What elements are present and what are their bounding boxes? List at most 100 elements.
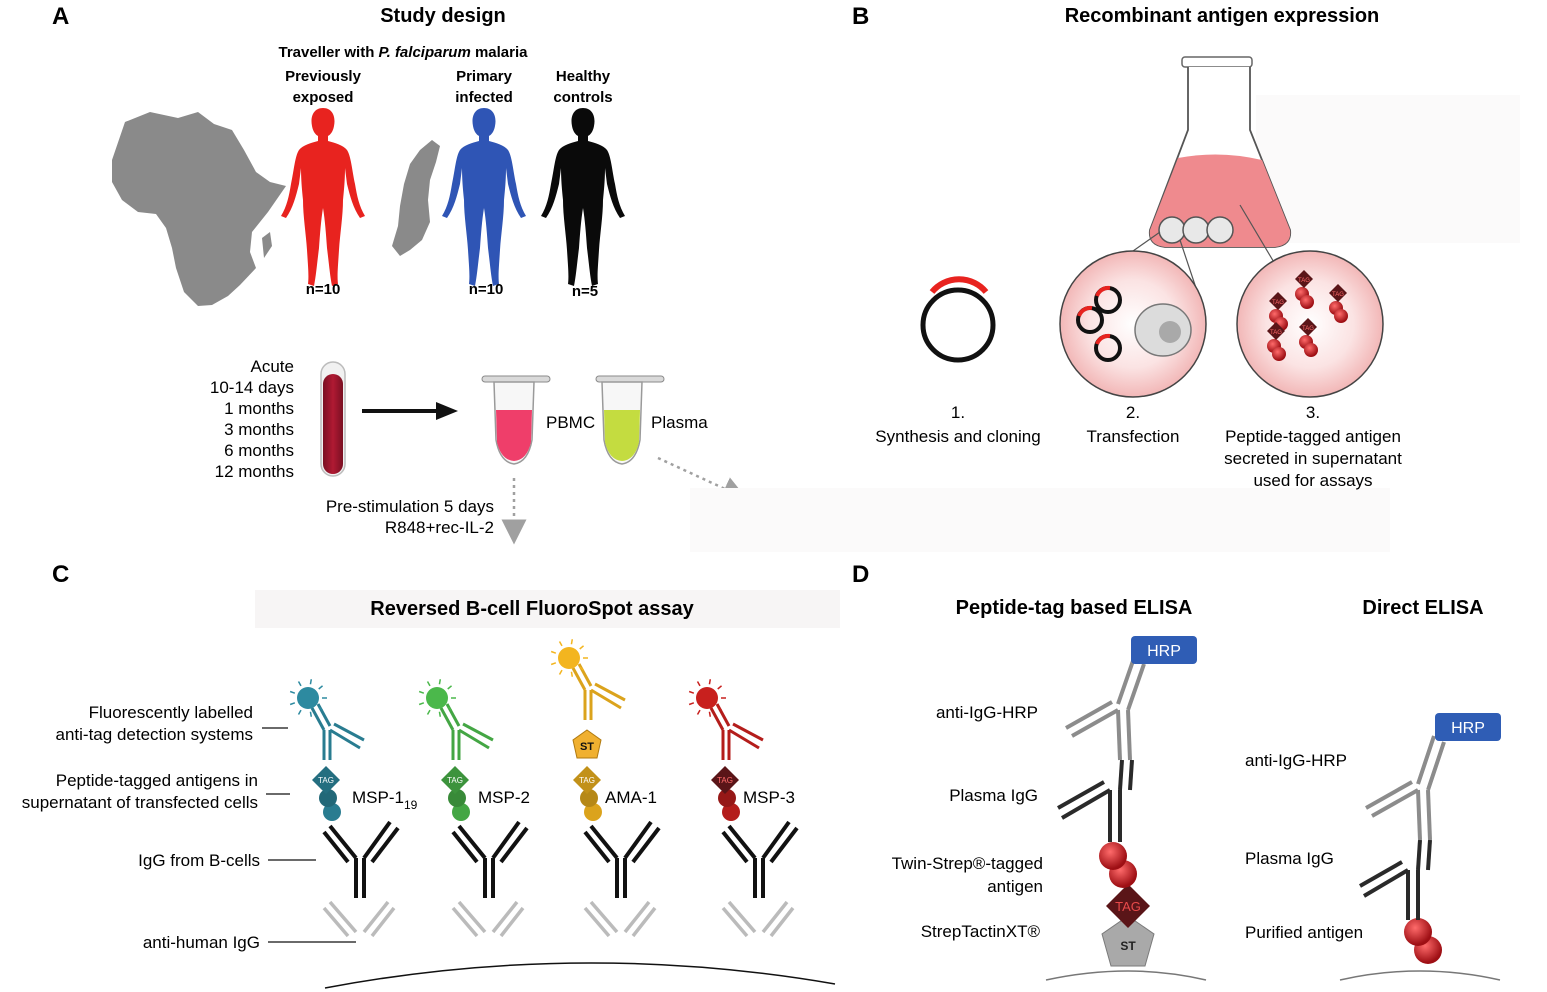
transfection-circle bbox=[1059, 250, 1207, 398]
madagascar-map bbox=[262, 232, 272, 258]
svg-text:TAG: TAG bbox=[1115, 899, 1141, 914]
elisa-label: StrepTactinXT® bbox=[921, 922, 1041, 941]
timepoint: 1 months bbox=[224, 399, 294, 418]
group-count: n=10 bbox=[306, 281, 341, 298]
timepoint: 3 months bbox=[224, 420, 294, 439]
panel-c-title: Reversed B-cell FluoroSpot assay bbox=[370, 598, 694, 620]
plate-surface bbox=[1339, 970, 1501, 981]
row-label: Peptide-tagged antigens in bbox=[56, 771, 258, 790]
plasma-igg-icon bbox=[1359, 839, 1432, 920]
zoom-line bbox=[1239, 204, 1276, 265]
anti-igg-hrp-icon bbox=[1065, 657, 1146, 761]
elisa-label: anti-IgG-HRP bbox=[1245, 751, 1347, 770]
svg-text:TAG: TAG bbox=[1270, 330, 1282, 336]
step-number: 2. bbox=[1126, 403, 1140, 422]
antigen-beads-icon bbox=[1404, 918, 1442, 964]
prestim-label-line2: R848+rec-IL-2 bbox=[385, 518, 494, 537]
elisa-label: Plasma IgG bbox=[949, 786, 1038, 805]
group-label-line2: controls bbox=[553, 89, 612, 106]
plasma-label: Plasma bbox=[651, 413, 708, 432]
anti-igg-hrp-icon bbox=[1365, 735, 1446, 841]
secretion-circle: TAG TAG TAG TAG TAG bbox=[1236, 250, 1384, 398]
row-label: anti-tag detection systems bbox=[56, 725, 253, 744]
person-icon-healthy-control bbox=[541, 108, 625, 286]
background-shade bbox=[1256, 95, 1520, 243]
timepoint: 6 months bbox=[224, 441, 294, 460]
svg-text:HRP: HRP bbox=[1147, 643, 1181, 660]
scandinavia-map bbox=[392, 140, 440, 256]
svg-text:TAG: TAG bbox=[1302, 326, 1314, 332]
pbmc-tube-icon bbox=[481, 375, 551, 465]
arrow-right-icon bbox=[362, 402, 458, 420]
svg-text:TAG: TAG bbox=[1298, 278, 1310, 284]
hrp-box-icon: HRP bbox=[1131, 636, 1197, 664]
svg-text:HRP: HRP bbox=[1451, 720, 1485, 737]
person-icon-primary-infected bbox=[442, 108, 526, 286]
step-label: secreted in supernatant bbox=[1224, 449, 1402, 468]
hrp-box-icon: HRP bbox=[1435, 713, 1501, 741]
timepoint: Acute bbox=[251, 357, 294, 376]
panel-a-letter: A bbox=[52, 3, 69, 30]
step-label: Peptide-tagged antigen bbox=[1225, 427, 1401, 446]
group-label-line1: Healthy bbox=[556, 68, 611, 85]
blood-tube-icon bbox=[320, 361, 346, 477]
panel-d: D Peptide-tag based ELISA Direct ELISA a… bbox=[852, 561, 1501, 981]
elisa-label: Plasma IgG bbox=[1245, 849, 1334, 868]
elisa-label: antigen bbox=[987, 877, 1043, 896]
elisa-label: Purified antigen bbox=[1245, 923, 1363, 942]
plate-surface bbox=[1045, 970, 1207, 981]
row-label: anti-human IgG bbox=[143, 933, 260, 952]
streptactin-icon: ST bbox=[1101, 915, 1155, 967]
panel-b-title: Recombinant antigen expression bbox=[1065, 5, 1380, 27]
panel-d-letter: D bbox=[852, 561, 869, 588]
group-label-line2: exposed bbox=[293, 89, 354, 106]
panel-b-letter: B bbox=[852, 3, 869, 30]
row-label: IgG from B-cells bbox=[138, 851, 260, 870]
group-count: n=5 bbox=[572, 283, 598, 300]
antigen-label: AMA-1 bbox=[605, 788, 657, 807]
zoom-line bbox=[1179, 239, 1197, 289]
background-shade bbox=[690, 488, 1390, 552]
antigen-beads-icon bbox=[1099, 842, 1137, 888]
panel-a-title: Study design bbox=[380, 5, 506, 27]
svg-text:TAG: TAG bbox=[1272, 300, 1284, 306]
elisa-label: anti-IgG-HRP bbox=[936, 703, 1038, 722]
antigen-label: MSP-3 bbox=[743, 788, 795, 807]
row-label: supernatant of transfected cells bbox=[22, 793, 258, 812]
row-label: Fluorescently labelled bbox=[89, 703, 253, 722]
erlenmeyer-flask-icon bbox=[1148, 56, 1292, 248]
plasma-igg-icon bbox=[1057, 759, 1134, 842]
panel-c: C Reversed B-cell FluoroSpot assay Fluor… bbox=[22, 561, 840, 989]
group-label-line1: Primary bbox=[456, 68, 513, 85]
group-label-line1: Previously bbox=[285, 68, 362, 85]
title-background bbox=[255, 590, 840, 628]
svg-text:ST: ST bbox=[1120, 939, 1136, 953]
panel-c-letter: C bbox=[52, 561, 69, 588]
timepoint-list: Acute 10-14 days 1 months 3 months 6 mon… bbox=[210, 357, 294, 481]
timepoint: 12 months bbox=[215, 462, 294, 481]
fluorospot-construct: TAG bbox=[688, 679, 799, 978]
antigen-label: MSP-119 bbox=[352, 788, 418, 812]
timepoint: 10-14 days bbox=[210, 378, 294, 397]
step-number: 3. bbox=[1306, 403, 1320, 422]
svg-text:ST: ST bbox=[580, 741, 594, 753]
pbmc-label: PBMC bbox=[546, 413, 595, 432]
plasma-tube-icon bbox=[595, 375, 665, 465]
traveller-heading: Traveller with P. falciparum malaria bbox=[278, 44, 528, 61]
svg-text:TAG: TAG bbox=[717, 776, 733, 785]
cell-surface-line bbox=[324, 962, 836, 989]
tag-diamond-icon: TAG bbox=[1106, 884, 1150, 928]
elisa-label: Twin-Strep®-tagged bbox=[892, 854, 1043, 873]
svg-text:TAG: TAG bbox=[1332, 292, 1344, 298]
panel-b: B Recombinant antigen expression bbox=[690, 3, 1520, 552]
step-label: Synthesis and cloning bbox=[875, 427, 1040, 446]
antigen-label: MSP-2 bbox=[478, 788, 530, 807]
fluorospot-construct: TAG bbox=[289, 679, 400, 978]
fluorospot-construct: TAG bbox=[418, 679, 529, 978]
peptide-tag-elisa-title: Peptide-tag based ELISA bbox=[956, 597, 1193, 619]
africa-map bbox=[112, 112, 286, 306]
group-label-line2: infected bbox=[455, 89, 513, 106]
